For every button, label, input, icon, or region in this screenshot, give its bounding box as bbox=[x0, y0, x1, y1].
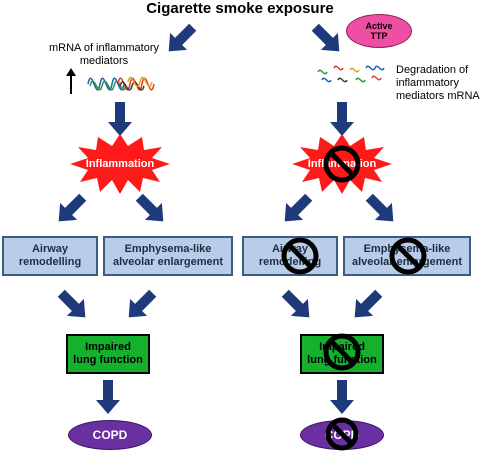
airway-remodelling-box-left: Airway remodelling bbox=[2, 236, 98, 276]
mrna-wave-icon bbox=[317, 65, 385, 83]
no-symbol-icon bbox=[323, 333, 361, 371]
emphysema-label: Emphysema-like alveolar enlargement bbox=[351, 243, 463, 268]
no-symbol-icon bbox=[389, 237, 427, 275]
active-ttp-oval: Active TTP bbox=[346, 14, 412, 48]
impaired-lung-box-left: Impaired lung function bbox=[66, 334, 150, 374]
up-arrow-icon bbox=[66, 68, 76, 94]
emphysema-box-left: Emphysema-like alveolar enlargement bbox=[103, 236, 233, 276]
degradation-label: Degradation of inflammatory mediators mR… bbox=[396, 64, 480, 102]
copd-oval-left: COPD bbox=[68, 420, 152, 450]
mrna-wave-icon bbox=[87, 76, 155, 91]
no-symbol-icon bbox=[281, 237, 319, 275]
ttp-label: Active TTP bbox=[365, 21, 393, 41]
no-symbol-icon bbox=[325, 417, 359, 451]
diagram-title: Cigarette smoke exposure bbox=[146, 0, 334, 17]
no-symbol-icon bbox=[323, 145, 361, 183]
explosion-burst-icon bbox=[70, 134, 170, 194]
impaired-lung-label: Impaired lung function bbox=[73, 341, 143, 366]
inflammation-label-left: Inflammation bbox=[85, 158, 155, 170]
airway-remodelling-label: Airway remodelling bbox=[18, 243, 82, 268]
mrna-label: mRNA of inflammatory mediators bbox=[48, 42, 160, 67]
emphysema-box-right: Emphysema-like alveolar enlargement bbox=[343, 236, 471, 276]
emphysema-label: Emphysema-like alveolar enlargement bbox=[112, 243, 224, 268]
